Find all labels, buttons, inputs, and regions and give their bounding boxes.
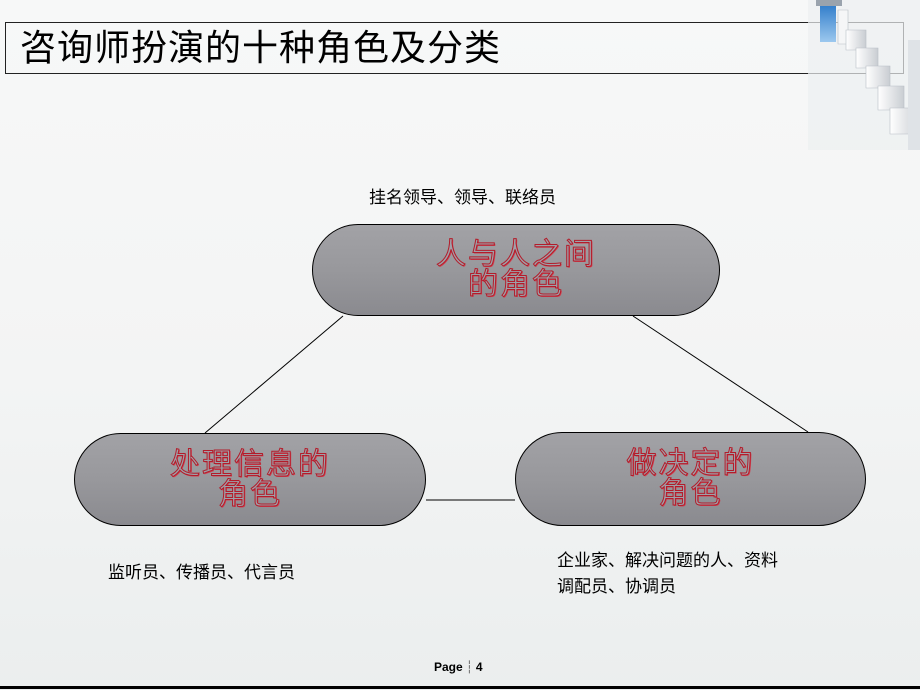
caption-information-roles: 监听员、传播员、代言员 — [108, 563, 295, 583]
page-number-label: Page┆4 — [434, 660, 483, 674]
node-top-line1: 人与人之间 — [436, 237, 596, 272]
staircase-decoration-icon — [808, 0, 920, 150]
node-interpersonal-roles: 人与人之间 的角色 — [312, 224, 720, 316]
page-word: Page — [434, 660, 463, 674]
node-left-line2: 角色 — [218, 476, 282, 512]
caption-decision-line1: 企业家、解决问题的人、资料 — [557, 551, 778, 571]
page-number: 4 — [475, 660, 483, 674]
page-title: 咨询师扮演的十种角色及分类 — [20, 28, 502, 69]
connector-top-left — [204, 315, 344, 434]
node-information-roles: 处理信息的 角色 — [74, 433, 426, 526]
node-decision-roles: 做决定的 角色 — [515, 432, 866, 526]
node-right-line2: 角色 — [658, 476, 723, 511]
caption-decision-roles: 企业家、解决问题的人、资料 调配员、协调员 — [557, 548, 778, 600]
node-left-line1: 处理信息的 — [170, 446, 330, 482]
connector-top-right — [632, 315, 809, 433]
page-separator: ┆ — [465, 660, 473, 674]
title-box: 咨询师扮演的十种角色及分类 — [5, 22, 904, 74]
caption-interpersonal-roles: 挂名领导、领导、联络员 — [369, 188, 556, 208]
caption-decision-line2: 调配员、协调员 — [557, 577, 676, 597]
footer-rule — [0, 686, 920, 689]
node-top-line2: 的角色 — [468, 267, 564, 302]
node-right-line1: 做决定的 — [626, 446, 755, 481]
